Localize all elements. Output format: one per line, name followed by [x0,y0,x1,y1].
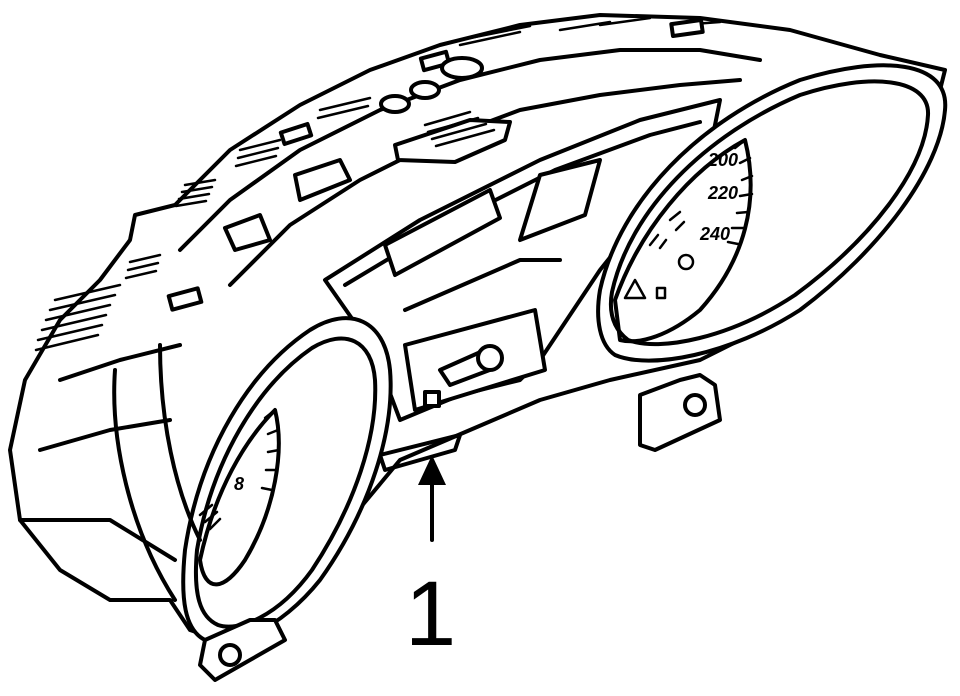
housing-ribs [34,16,722,352]
speedometer-label: 240 [699,224,730,244]
callout-arrowhead [418,455,446,485]
callout-1: 1 [405,455,456,665]
speedometer-bezel: 200 220 240 [596,63,948,363]
top-indicators [223,56,512,252]
speedometer-label: 200 [707,150,738,170]
mounting-tabs [198,373,722,682]
lower-housing [18,343,202,602]
tachometer-label: 8 [234,474,244,494]
speedometer-label: 220 [707,183,738,203]
fuel-warning-icon [198,503,222,531]
reset-knob-area [378,308,547,472]
callout-number: 1 [405,563,456,665]
warning-symbols [623,210,695,300]
